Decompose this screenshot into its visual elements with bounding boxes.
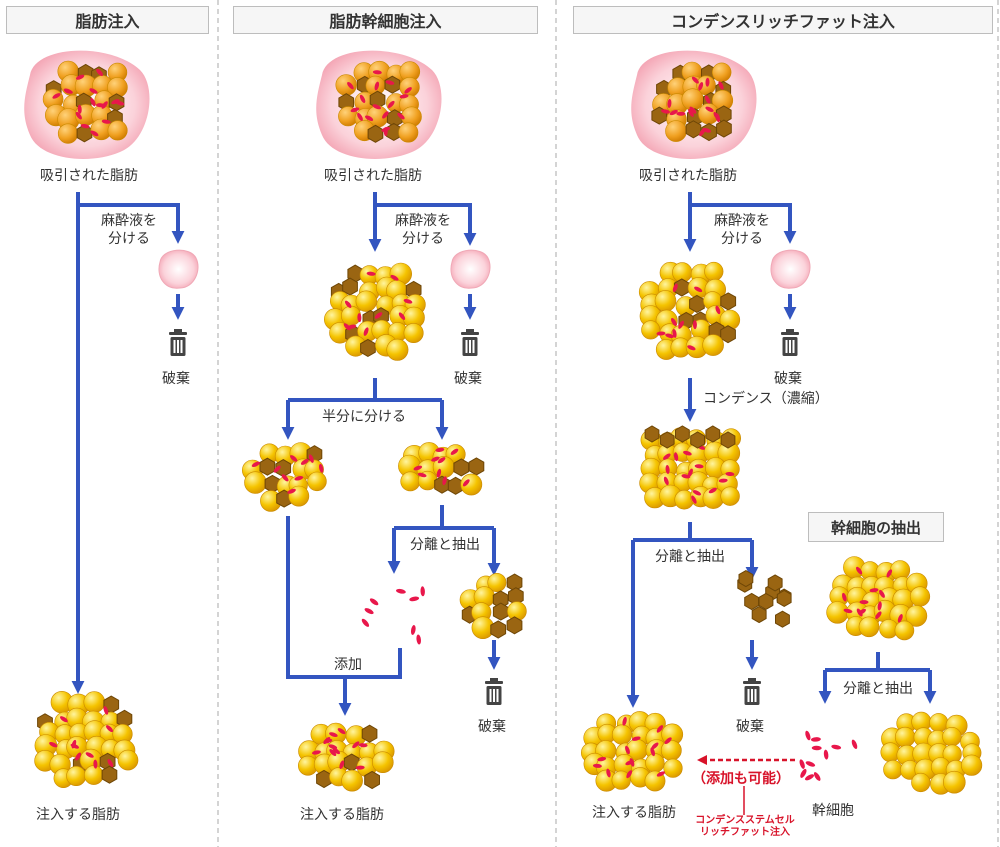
discard-label: 破棄 <box>478 719 506 735</box>
separate-anesthetic-label: 麻酔液を 分ける <box>101 213 157 247</box>
stemcell-extract-title: 幹細胞の抽出 <box>808 512 944 542</box>
injected-fat-cluster <box>580 711 684 792</box>
trash-icon <box>781 329 799 356</box>
connective-tissue <box>737 570 792 628</box>
condense-label: コンデンス（濃縮） <box>703 391 829 407</box>
injected-fat-cluster <box>34 690 139 789</box>
harvested-fat-cluster <box>335 60 422 143</box>
separate-extract-label: 分離と抽出 <box>655 549 725 565</box>
harvested-fat-cluster <box>42 60 128 144</box>
separate-anesthetic-label: 麻酔液を 分ける <box>395 213 451 247</box>
panel-stem-title: 脂肪幹細胞注入 <box>233 6 538 34</box>
discard-label: 破棄 <box>736 719 764 735</box>
separate-anesthetic-label: 麻酔液を 分ける <box>714 213 770 247</box>
optional-add-label: （添加も可能） <box>692 771 790 787</box>
panel-fat-title: 脂肪注入 <box>6 6 209 34</box>
panel-condense-title: コンデンスリッチファット注入 <box>573 6 993 34</box>
fat-after-anesthetic <box>324 262 426 361</box>
fat-half-right <box>398 442 485 496</box>
harvested-label: 吸引された脂肪 <box>40 168 138 184</box>
trash-icon <box>461 329 479 356</box>
injected-fat-label: 注入する脂肪 <box>592 805 676 821</box>
discard-label: 破棄 <box>162 371 190 387</box>
fat-without-stemcells <box>880 711 983 795</box>
add-label: 添加 <box>334 657 362 673</box>
stemcell-source-fat <box>826 556 931 641</box>
fat-residue <box>459 572 527 640</box>
discard-label: 破棄 <box>454 371 482 387</box>
trash-icon <box>743 678 761 705</box>
separate-extract-label: 分離と抽出 <box>410 537 480 553</box>
trash-icon <box>485 678 503 705</box>
anesthetic-blob <box>770 249 811 289</box>
split-half-label: 半分に分ける <box>322 409 406 425</box>
csc-note-label: コンデンスステムセル リッチファット注入 <box>695 815 795 838</box>
injected-fat-label: 注入する脂肪 <box>36 807 120 823</box>
harvested-fat-cluster <box>651 61 734 142</box>
trash-icon <box>169 329 187 356</box>
flow-arrows <box>71 192 937 716</box>
anesthetic-blob <box>158 249 199 289</box>
fat-half-left <box>242 442 327 512</box>
discard-label: 破棄 <box>774 371 802 387</box>
separate-extract-label: 分離と抽出 <box>843 681 913 697</box>
condensed-fat <box>639 425 742 510</box>
anesthetic-blob <box>450 249 491 289</box>
harvested-label: 吸引された脂肪 <box>324 168 422 184</box>
injected-fat-cluster <box>297 722 395 792</box>
stem-cells-cluster <box>799 730 858 781</box>
harvested-label: 吸引された脂肪 <box>639 168 737 184</box>
fat-after-anesthetic <box>638 261 741 360</box>
injected-fat-label: 注入する脂肪 <box>300 807 384 823</box>
extracted-stem-cells <box>361 586 425 645</box>
stem-cells-label: 幹細胞 <box>812 803 854 819</box>
